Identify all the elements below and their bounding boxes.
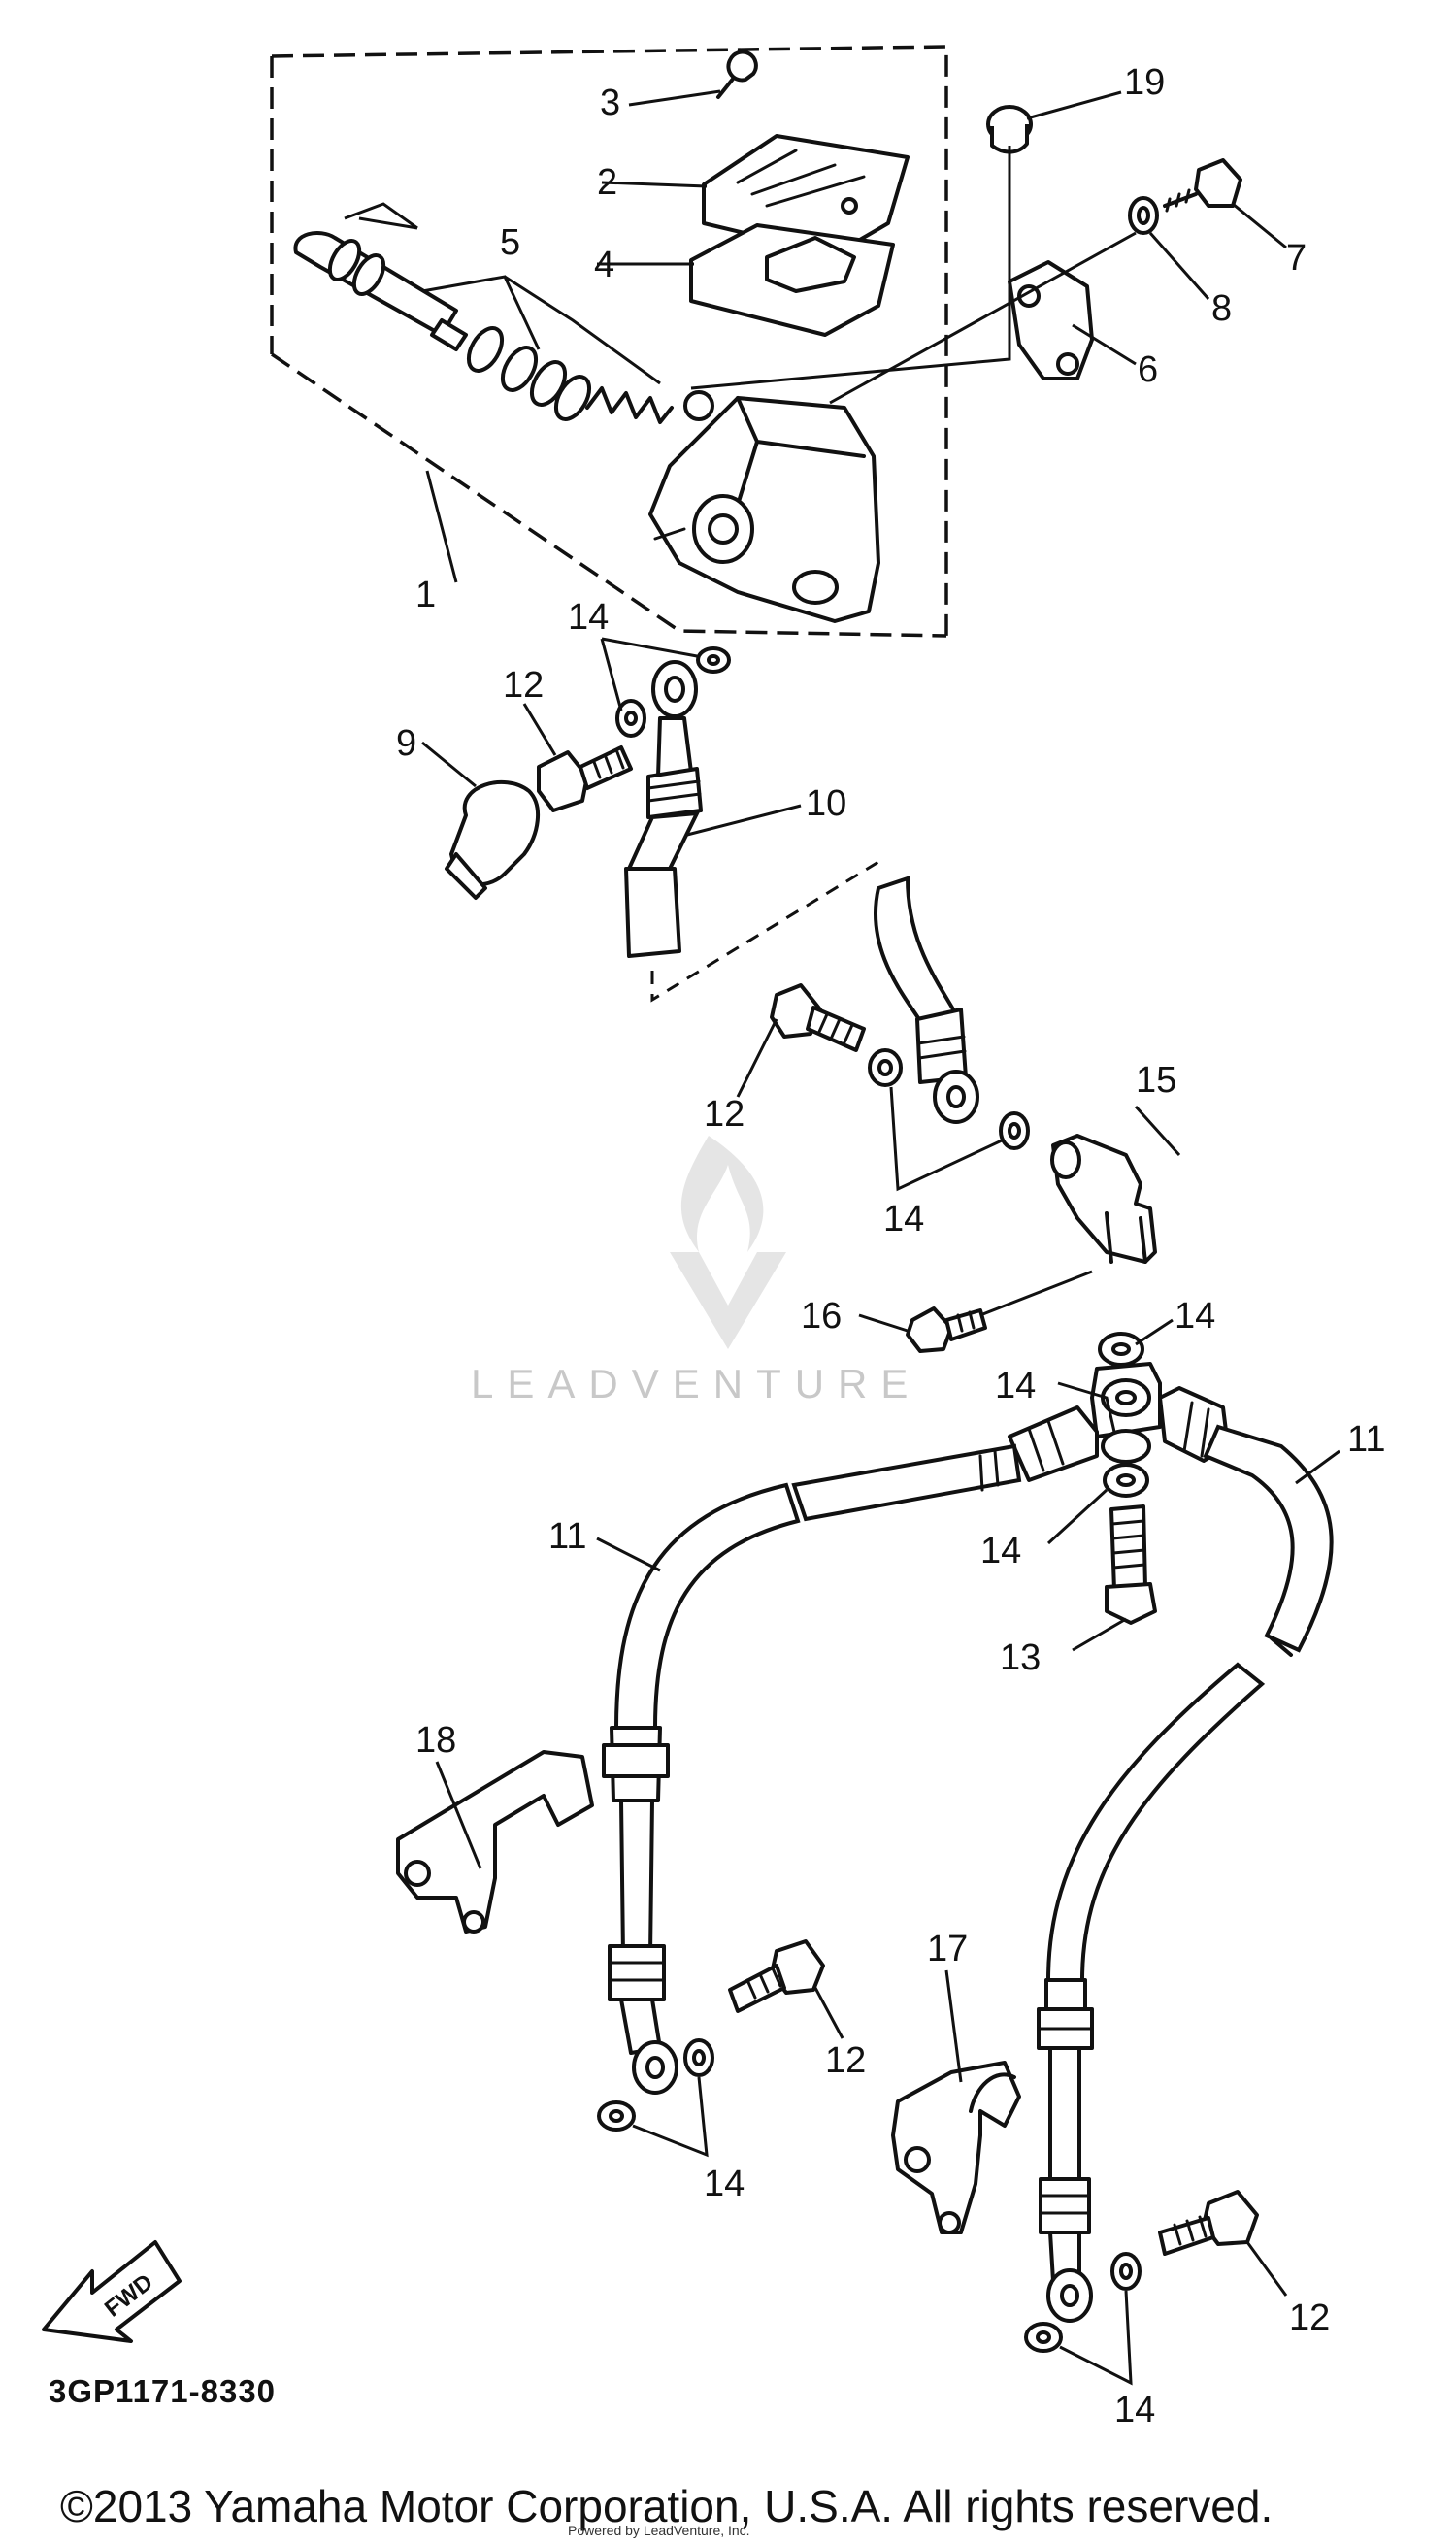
label-19: 19 (1124, 62, 1165, 103)
watermark-logo (670, 1136, 786, 1349)
label-12b: 12 (704, 1094, 745, 1135)
label-12a: 12 (503, 665, 544, 706)
label-3: 3 (600, 83, 620, 123)
part-12-banjo-bolt-upper (522, 703, 633, 812)
part-4-diaphragm (597, 223, 895, 337)
label-6: 6 (1138, 349, 1158, 390)
part-number-labels: 3 2 4 5 1 19 7 8 6 14 12 9 10 12 14 15 1… (396, 62, 1385, 2430)
label-17: 17 (927, 1929, 968, 1969)
part-1-master-cylinder (425, 390, 880, 623)
label-4: 4 (594, 245, 614, 285)
part-12-bolt-middle (736, 983, 866, 1098)
label-14a: 14 (568, 597, 609, 638)
part-7-bolt (1163, 158, 1287, 249)
part-12-bolt-lower-right (1158, 2190, 1288, 2297)
label-14d: 14 (995, 1366, 1036, 1406)
master-cylinder-group (270, 45, 948, 638)
part-13-bolt (1072, 1504, 1157, 1652)
label-14b: 14 (883, 1199, 924, 1239)
label-7: 7 (1286, 238, 1307, 279)
label-5: 5 (500, 222, 520, 263)
part-3-screw (628, 50, 758, 107)
label-9: 9 (396, 723, 416, 764)
diagram-code: 3GP1171-8330 (49, 2373, 276, 2409)
label-12d: 12 (1289, 2297, 1330, 2338)
fwd-arrow-icon: FWD (42, 2240, 182, 2343)
part-8-washer (1128, 196, 1210, 300)
label-11b: 11 (548, 1516, 586, 1557)
part-9-boot (421, 741, 541, 900)
part-18-bracket (396, 1750, 594, 1934)
label-14c: 14 (1175, 1296, 1215, 1337)
part-11-hose-right (1037, 1424, 1340, 2323)
label-14e: 14 (980, 1531, 1021, 1571)
label-10: 10 (806, 783, 846, 824)
label-15: 15 (1136, 1060, 1176, 1101)
label-16: 16 (801, 1296, 842, 1337)
part-12-bolt-lower-left (728, 1939, 844, 2039)
label-12c: 12 (825, 2040, 866, 2081)
footer-small-text: Powered by LeadVenture, Inc. (568, 2523, 750, 2538)
label-8: 8 (1211, 288, 1232, 329)
label-2: 2 (597, 162, 617, 203)
part-11-hose-left (596, 1443, 1022, 2095)
part-14-washers-lower-right (1024, 2252, 1142, 2386)
watermark-text: LEADVENTURE (471, 1361, 921, 1406)
part-10-brake-hose (624, 660, 884, 1003)
label-14g: 14 (1114, 2390, 1155, 2430)
brake-hose-joint (1046, 1318, 1174, 1545)
part-15-joint (1050, 1105, 1181, 1264)
copyright-notice: ©2013 Yamaha Motor Corporation, U.S.A. A… (60, 2481, 1273, 2531)
part-11-hose-middle (874, 876, 979, 1124)
part-14-washers-mid (868, 1048, 1030, 1192)
part-5-piston-kit (293, 202, 674, 424)
label-1: 1 (415, 575, 436, 615)
part-19-cap (690, 90, 1122, 390)
label-11a: 11 (1347, 1419, 1385, 1460)
part-17-bracket (891, 1969, 1021, 2234)
label-14f: 14 (704, 2164, 745, 2204)
part-16-bolt (858, 1270, 1093, 1353)
part-14-washer-top (600, 637, 731, 738)
part-14-washers-lower-left (597, 2038, 714, 2158)
label-13: 13 (1000, 1637, 1041, 1678)
label-18: 18 (415, 1720, 456, 1761)
part-6-clamp (829, 231, 1137, 405)
